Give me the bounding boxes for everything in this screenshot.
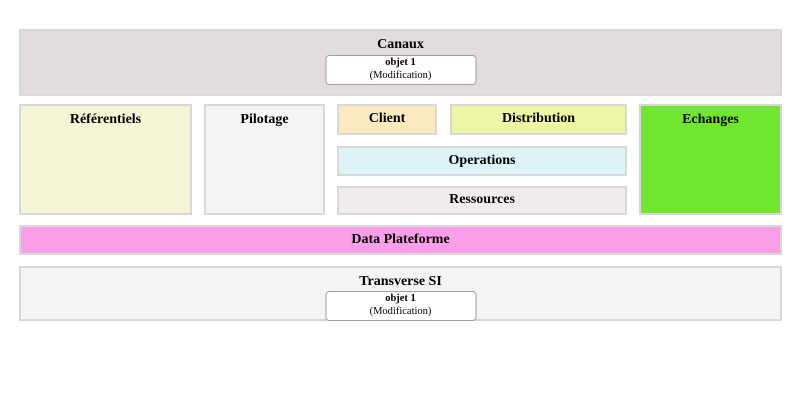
zone-canaux-label: Canaux [377, 37, 424, 52]
zone-transverse-si-label: Transverse SI [359, 274, 442, 289]
zone-client-label: Client [368, 111, 406, 127]
zone-echanges[interactable]: Echanges [639, 104, 782, 215]
zone-transverse-si[interactable]: Transverse SI objet 1 (Modification) [19, 266, 782, 321]
canaux-objet-node[interactable]: objet 1 (Modification) [325, 55, 476, 85]
zone-operations-label: Operations [448, 152, 516, 168]
transverse-objet-node[interactable]: objet 1 (Modification) [325, 291, 476, 321]
zone-distribution[interactable]: Distribution [450, 104, 627, 135]
zone-referentiels[interactable]: Référentiels [19, 104, 192, 215]
zone-data-plateforme[interactable]: Data Plateforme [19, 225, 782, 255]
transverse-objet-action: (Modification) [369, 306, 432, 317]
zone-data-plateforme-label: Data Plateforme [351, 231, 450, 247]
zone-ressources[interactable]: Ressources [337, 186, 627, 215]
zone-pilotage[interactable]: Pilotage [204, 104, 325, 215]
canaux-objet-name: objet 1 [385, 57, 416, 69]
zone-echanges-label: Echanges [682, 112, 739, 127]
zone-ressources-label: Ressources [449, 192, 515, 208]
transverse-objet-name: objet 1 [385, 293, 416, 305]
zone-canaux[interactable]: Canaux objet 1 (Modification) [19, 29, 782, 96]
zone-pilotage-label: Pilotage [240, 112, 289, 127]
canaux-objet-action: (Modification) [369, 70, 432, 81]
zone-distribution-label: Distribution [501, 111, 576, 127]
zone-operations[interactable]: Operations [337, 146, 627, 176]
zone-referentiels-label: Référentiels [69, 112, 142, 127]
zone-client[interactable]: Client [337, 104, 437, 135]
